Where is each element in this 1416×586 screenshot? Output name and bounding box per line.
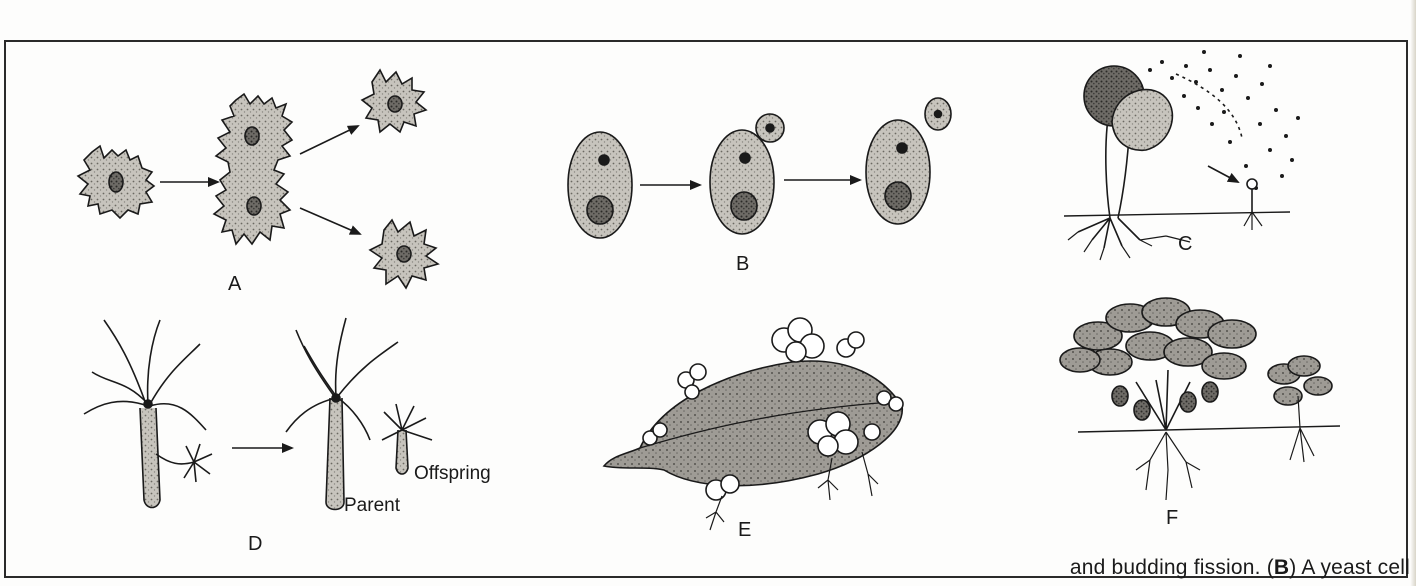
panel-d-label: D — [248, 534, 262, 554]
panel-e-label: E — [738, 520, 751, 540]
scan-edge — [1410, 0, 1416, 586]
offspring-label: Offspring — [414, 464, 491, 483]
panel-c-label: C — [1178, 234, 1192, 254]
caption-text-2: ) A yeast cell — [1289, 556, 1410, 579]
figure-caption: and budding fission. (B) A yeast cell — [4, 556, 1410, 586]
panel-f-label: F — [1166, 508, 1178, 528]
panel-a-label: A — [228, 274, 241, 294]
panel-b-label: B — [736, 254, 749, 274]
parent-label: Parent — [344, 496, 400, 515]
caption-bold-b: B — [1274, 556, 1289, 579]
figure-frame — [4, 40, 1408, 578]
caption-text-1: and budding fission. ( — [1070, 556, 1274, 579]
